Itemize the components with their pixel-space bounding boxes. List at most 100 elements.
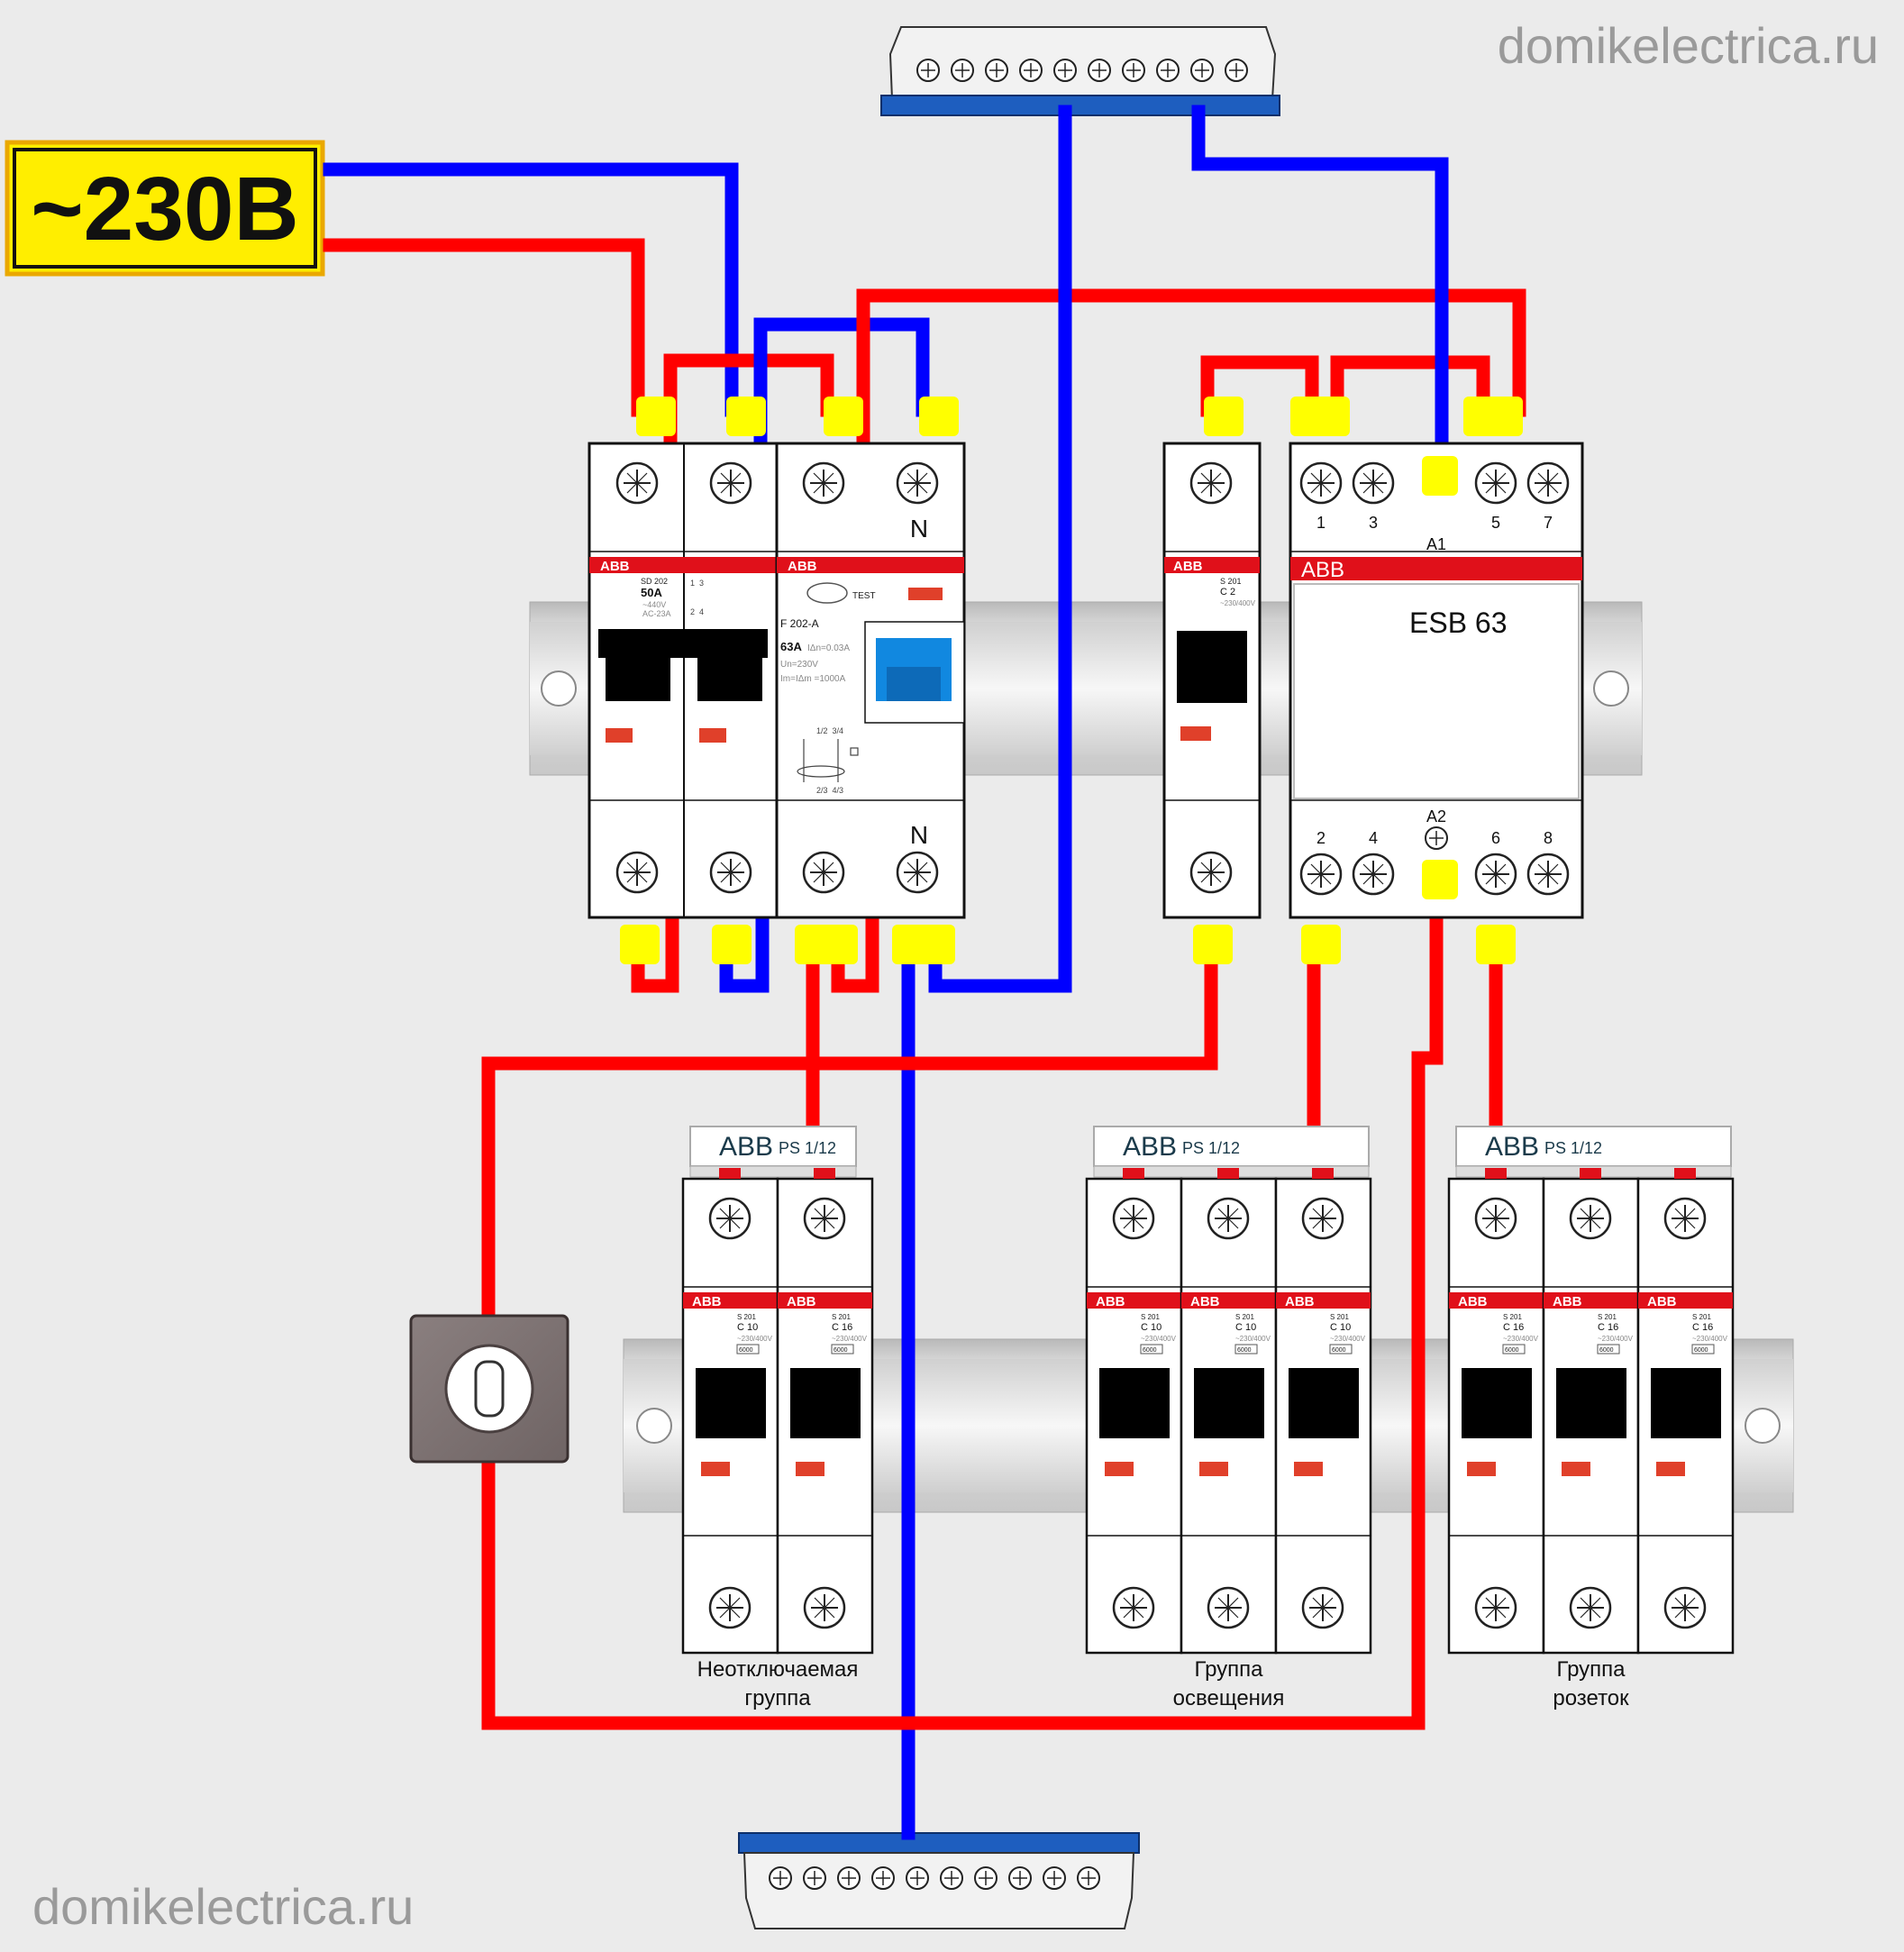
breaker-rating: C 10 [737, 1322, 758, 1333]
wire-ferrule [824, 397, 863, 436]
wire-main-bottom-loop-2 [719, 912, 770, 993]
breaker-spec: ~230/400V [832, 1335, 868, 1343]
main-breaker-toggle-2[interactable] [697, 649, 762, 701]
wire-ferrule [795, 925, 858, 964]
breaker-brand: ABB [692, 1294, 722, 1309]
breaker-code: 6000 [1599, 1347, 1614, 1354]
screw-icon [896, 851, 939, 894]
screw-icon [1122, 59, 1145, 82]
breaker-model: S 201 [1598, 1313, 1617, 1321]
breaker-brand: ABB [1553, 1294, 1582, 1309]
breaker-rating: C 10 [1330, 1322, 1351, 1333]
breaker-indicator [1294, 1462, 1323, 1476]
control-breaker-rating: C 2 [1220, 587, 1235, 597]
rcd-marks-top: 1/2 3/4 [816, 726, 843, 735]
screw-icon [1663, 1197, 1707, 1240]
screw-icon [1299, 461, 1343, 505]
main-breaker-spec2: AC-23A [642, 609, 671, 618]
control-breaker-toggle[interactable] [1177, 631, 1247, 703]
breaker-toggle[interactable] [790, 1368, 861, 1438]
screw-icon [769, 1866, 792, 1890]
contactor-terminal-label: 1 [1316, 514, 1326, 532]
contactor-terminal-label: 5 [1491, 514, 1500, 532]
rcd-leak: IΔn=0.03A [807, 643, 850, 653]
breaker-brand: ABB [1647, 1294, 1677, 1309]
main-breaker-poles-bottom: 2 4 [690, 607, 704, 616]
screw-icon [1225, 59, 1248, 82]
screw-icon [896, 461, 939, 505]
wire-ferrule [1193, 925, 1233, 964]
main-breaker[interactable]: ABB SD 202 50А ~440V AC-23A 1 3 2 4 [588, 442, 780, 919]
contactor-terminal-label: 7 [1544, 514, 1553, 532]
screw-icon [1526, 853, 1570, 896]
busbar-model: PS 1/12 [1182, 1139, 1240, 1157]
rcd-brand: ABB [788, 559, 817, 574]
main-breaker-toggle-1[interactable] [606, 649, 670, 701]
main-breaker-indicator [606, 728, 633, 743]
wire-rcd-bottom-loop [831, 912, 879, 993]
breaker-indicator [701, 1462, 730, 1476]
group-label-line2: освещения [1173, 1686, 1285, 1710]
group-label-line1: Неотключаемая [697, 1657, 859, 1682]
switch-rocker-icon[interactable] [474, 1360, 505, 1418]
breaker-model: S 201 [1692, 1313, 1711, 1321]
screw-icon [1299, 853, 1343, 896]
wire-ferrule [1476, 925, 1516, 964]
wall-switch[interactable] [409, 1314, 569, 1464]
breaker-toggle[interactable] [1651, 1368, 1721, 1438]
breaker-toggle[interactable] [1289, 1368, 1359, 1438]
wire-ferrule [620, 925, 660, 964]
breaker-toggle[interactable] [1194, 1368, 1264, 1438]
wire-control-to-switch [481, 939, 1218, 1323]
screw-icon [1301, 1586, 1344, 1629]
wire-main-bottom-loop-1 [631, 912, 679, 993]
screw-icon [1112, 1586, 1155, 1629]
wire-ferrule [726, 397, 766, 436]
rcd-n-top: N [910, 515, 928, 543]
screw-icon [1474, 853, 1517, 896]
screw-icon [916, 59, 940, 82]
rcd-voltage: Un=230V [780, 660, 818, 670]
contactor-terminal-label: A2 [1426, 807, 1446, 825]
screw-icon [871, 1866, 895, 1890]
screw-icon [1019, 59, 1043, 82]
screw-icon [1425, 826, 1448, 850]
screw-icon [1301, 1197, 1344, 1240]
breaker-rating: C 10 [1235, 1322, 1256, 1333]
breaker-toggle[interactable] [696, 1368, 766, 1438]
screw-icon [1663, 1586, 1707, 1629]
main-breaker-spec1: ~440V [642, 600, 666, 609]
rcd-test-label: TEST [852, 591, 876, 601]
busbar-model: PS 1/12 [1544, 1139, 1602, 1157]
wire-ferrule [919, 397, 959, 436]
breaker-code: 6000 [1237, 1347, 1252, 1354]
screw-icon [1156, 59, 1180, 82]
breaker-spec: ~230/400V [1141, 1335, 1177, 1343]
breaker-toggle[interactable] [1462, 1368, 1532, 1438]
breaker-brand: ABB [1190, 1294, 1220, 1309]
breaker-code: 6000 [1694, 1347, 1708, 1354]
breaker-toggle[interactable] [1556, 1368, 1626, 1438]
rcd[interactable]: N N ABB TEST F 202-A 63A IΔn=0.03A Un=23… [775, 442, 966, 919]
rcd-test-button[interactable] [806, 582, 848, 604]
screw-icon [1189, 851, 1233, 894]
screw-icon [803, 1586, 846, 1629]
screw-icon [802, 461, 845, 505]
breaker-toggle[interactable] [1099, 1368, 1170, 1438]
breaker-spec: ~230/400V [1692, 1335, 1728, 1343]
contactor-brand: ABB [1301, 558, 1344, 582]
wire-neutral-bus-to-rcd [928, 105, 1072, 993]
contactor-terminal-label: 6 [1491, 829, 1500, 847]
control-breaker[interactable]: ABB S 201 C 2 ~230/400V [1162, 442, 1262, 919]
breaker-model: S 201 [1503, 1313, 1522, 1321]
